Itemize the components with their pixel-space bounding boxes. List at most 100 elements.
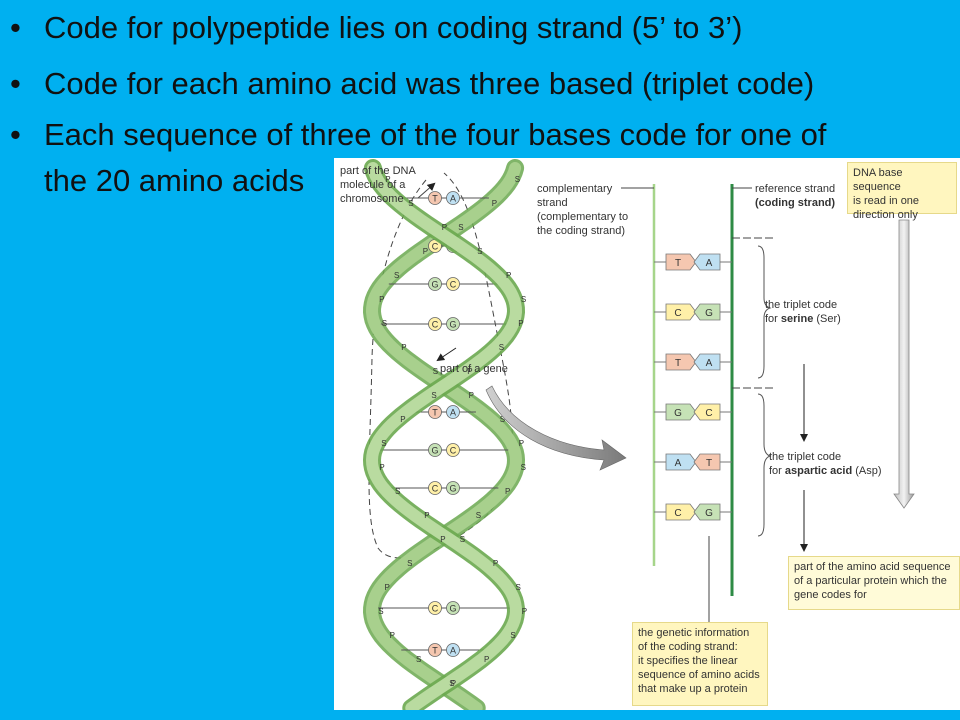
helix-backbone-label: P (522, 607, 527, 616)
ref-label-bold: (coding strand) (755, 197, 836, 209)
zoom-arrow (485, 385, 627, 471)
helix-base-right-label: C (450, 446, 457, 456)
bullet-marker: • (10, 117, 21, 152)
helix-base-right (446, 601, 460, 615)
helix-backbone-label: S (381, 439, 386, 448)
helix-backbone-label: S (477, 247, 482, 256)
helix-base-left (428, 191, 442, 205)
asp-prefix: for (769, 465, 785, 477)
helix-base-right (446, 191, 460, 205)
helix-backbone-label: S (395, 487, 400, 496)
read-box-line: DNA base sequence (853, 167, 903, 193)
helix-backbone-label: P (493, 559, 498, 568)
asp-suffix: (Asp) (852, 465, 882, 477)
helix-backbone-label: S (407, 559, 412, 568)
chromosome-pointer (417, 182, 436, 199)
helix-strand-front-inner (365, 162, 523, 710)
genetic-box-line: of the coding strand: (638, 641, 738, 653)
base-left-shape (665, 503, 697, 521)
base-right-label: G (705, 508, 713, 519)
base-right-shape (693, 253, 721, 271)
helix-backbone-label: S (476, 511, 481, 520)
ref-label-line: reference strand (755, 183, 836, 195)
helix-backbone-label: P (401, 343, 406, 352)
genetic-box-line: sequence of amino acids (638, 669, 760, 681)
helix-backbone-label: S (499, 343, 504, 352)
base-left-label: T (675, 358, 681, 369)
dna-label-line: part of the DNA (340, 165, 416, 177)
asp-bold: aspartic acid (784, 465, 853, 477)
helix-base-right (446, 481, 460, 495)
helix-base-left-label: G (431, 280, 438, 290)
read-box-line: direction only (853, 209, 918, 221)
helix-base-right (446, 443, 460, 457)
helix-base-right (446, 317, 460, 331)
helix-backbone-label: S (521, 463, 526, 472)
comp-label-line: strand (537, 197, 568, 209)
base-left-label: C (674, 508, 681, 519)
base-right-shape (693, 303, 721, 321)
base-right-shape (693, 503, 721, 521)
genetic-box-line: it specifies the linear (638, 655, 738, 667)
read-direction-arrow (893, 219, 915, 509)
dna-label-line: molecule of a (340, 179, 406, 191)
helix-base-left-label: G (431, 446, 438, 456)
helix-base-left-label: C (432, 242, 439, 252)
genetic-box-line: that make up a protein (638, 683, 748, 695)
helix-backbone-label: S (500, 415, 505, 424)
helix-base-left-label: T (432, 408, 438, 418)
base-left-label: T (675, 258, 681, 269)
helix-base-left (428, 405, 442, 419)
read-direction-box: DNA base sequence is read in one directi… (847, 162, 957, 221)
helix-backbone-label: P (505, 487, 510, 496)
helix-base-right (446, 277, 460, 291)
base-left-shape (665, 403, 697, 421)
comp-label-line: (complementary to (537, 211, 629, 223)
aspartic-label: the triplet code for aspartic acid (Asp) (769, 450, 882, 478)
helix-base-right (446, 405, 460, 419)
helix-base-right-label: G (449, 604, 456, 614)
helix-backbone-label: S (521, 295, 526, 304)
helix-backbone-label: P (469, 391, 474, 400)
base-right-label: A (706, 258, 713, 269)
read-box-line: is read in one (853, 195, 920, 207)
base-left-shape (665, 453, 697, 471)
helix-backbone-label: P (400, 415, 405, 424)
helix-base-left (428, 481, 442, 495)
asp-label-line: for aspartic acid (Asp) (769, 464, 882, 478)
base-left-shape (665, 253, 697, 271)
bullet-text: the 20 amino acids (44, 163, 305, 198)
helix-base-right-label: A (450, 194, 456, 204)
bullet-text: Code for each amino acid was three based… (44, 66, 815, 101)
gene-pointer-arrow (436, 347, 457, 362)
helix-backbone-label: S (416, 655, 421, 664)
helix-backbone-label: S (433, 367, 438, 376)
protein-box-line: gene codes for (794, 589, 867, 601)
helix-backbone-label: P (379, 463, 384, 472)
helix-backbone-label: P (442, 223, 447, 232)
serine-label: the triplet code for serine (Ser) (765, 298, 841, 326)
helix-backbone-label: P (423, 247, 428, 256)
helix-base-left-label: C (432, 320, 439, 330)
helix-backbone-label: S (378, 607, 383, 616)
helix-backbone-label: S (458, 223, 463, 232)
bullet-text: Code for polypeptide lies on coding stra… (44, 10, 743, 45)
serine-suffix: (Ser) (813, 313, 841, 325)
protein-sequence-box: part of the amino acid sequence of a par… (788, 556, 960, 610)
helix-backbone-label: P (451, 679, 456, 688)
base-left-shape (665, 353, 697, 371)
helix-backbone-label: S (460, 535, 465, 544)
base-right-label: G (705, 308, 713, 319)
base-right-shape (693, 403, 721, 421)
helix-backbone-label: P (467, 367, 472, 376)
helix-backbone-label: S (394, 271, 399, 280)
helix-backbone-label: P (519, 439, 524, 448)
helix-base-right-label: G (449, 484, 456, 494)
serine-brace (757, 245, 772, 379)
helix-base-left (428, 443, 442, 457)
asp-brace (757, 393, 772, 537)
helix-backbone-label: S (382, 319, 387, 328)
